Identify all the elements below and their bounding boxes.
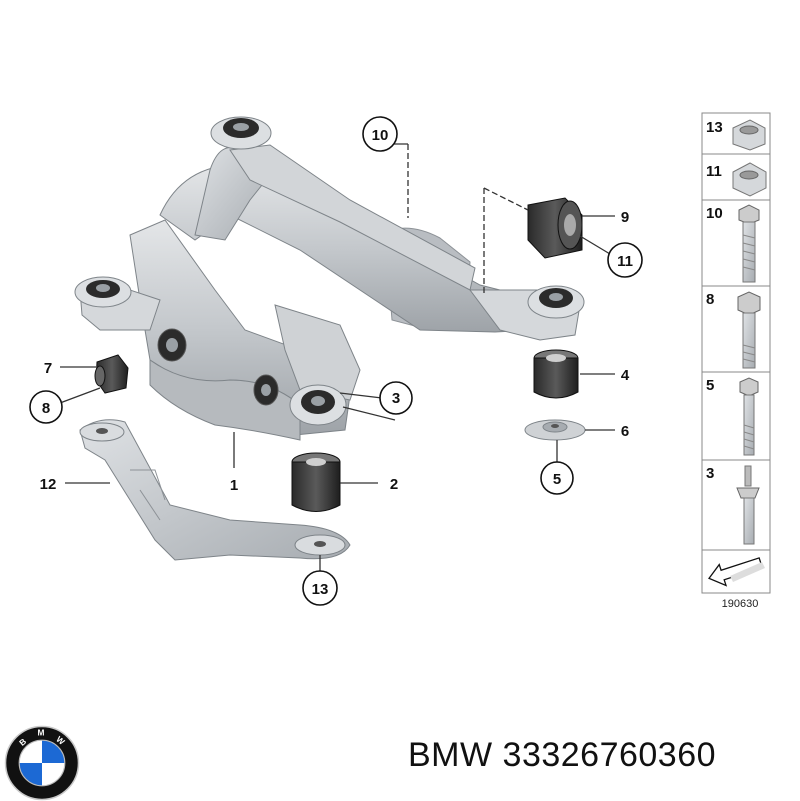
- bmw-logo: B M W: [4, 725, 80, 801]
- direction-arrow-icon: [707, 557, 765, 587]
- svg-text:11: 11: [617, 253, 633, 270]
- callout-11: 11: [607, 242, 643, 278]
- callout-6: 6: [621, 423, 629, 440]
- svg-text:5: 5: [553, 471, 561, 488]
- callout-5: 5: [540, 461, 574, 495]
- parts-list-item-10: 10: [706, 204, 760, 283]
- svg-text:9: 9: [621, 209, 629, 226]
- svg-text:12: 12: [40, 476, 57, 493]
- rubber-bushing-2: [291, 452, 341, 512]
- svg-text:6: 6: [621, 423, 629, 440]
- parts-list-item-11: 11: [706, 162, 767, 197]
- callout-2: 2: [390, 476, 398, 493]
- svg-text:8: 8: [706, 291, 714, 308]
- rubber-bushing-4: [533, 349, 579, 399]
- svg-text:5: 5: [706, 377, 714, 394]
- callout-4: 4: [621, 367, 630, 384]
- callout-13: 13: [302, 570, 338, 606]
- callout-1: 1: [230, 477, 238, 494]
- callout-10: 10: [362, 116, 398, 152]
- parts-list-item-8: 8: [706, 291, 761, 369]
- callout-3: 3: [379, 381, 413, 415]
- parts-list-item-13: 13: [706, 119, 766, 151]
- svg-text:11: 11: [706, 163, 722, 180]
- rubber-bushing-7: [94, 354, 129, 394]
- subframe-mount-top: [210, 116, 272, 150]
- fastener-parts-list: 13 11 10 8 5 3: [701, 112, 771, 594]
- svg-text:4: 4: [621, 367, 630, 384]
- callout-9: 9: [621, 209, 629, 226]
- washer-6: [524, 419, 586, 441]
- parts-list-item-5: 5: [706, 377, 759, 456]
- svg-text:8: 8: [42, 400, 50, 417]
- subframe-mount-center: [289, 384, 347, 426]
- subframe-bushing-front: [157, 328, 279, 406]
- callout-12: 12: [40, 476, 57, 493]
- svg-text:3: 3: [392, 390, 400, 407]
- svg-text:13: 13: [312, 581, 329, 598]
- rear-axle-subframe: [79, 144, 581, 441]
- svg-text:M: M: [37, 728, 44, 738]
- leader-lines: [59, 143, 615, 574]
- svg-text:3: 3: [706, 465, 714, 482]
- svg-text:10: 10: [706, 205, 723, 222]
- svg-text:13: 13: [706, 119, 723, 136]
- rubber-bushing-9: [527, 197, 583, 259]
- svg-text:10: 10: [372, 127, 389, 144]
- callout-8: 8: [29, 390, 63, 424]
- svg-text:2: 2: [390, 476, 398, 493]
- parts-list-item-3: 3: [706, 465, 760, 545]
- subframe-mount-left: [74, 276, 132, 308]
- svg-text:1: 1: [230, 477, 238, 494]
- subframe-mount-right: [527, 285, 585, 319]
- strut-brace-12: [79, 419, 351, 561]
- svg-text:B: B: [17, 736, 28, 748]
- svg-text:7: 7: [44, 360, 52, 377]
- brand-part-number-caption: BMW 33326760360: [408, 736, 717, 774]
- callout-7: 7: [44, 360, 52, 377]
- diagram-id: 190630: [722, 598, 759, 610]
